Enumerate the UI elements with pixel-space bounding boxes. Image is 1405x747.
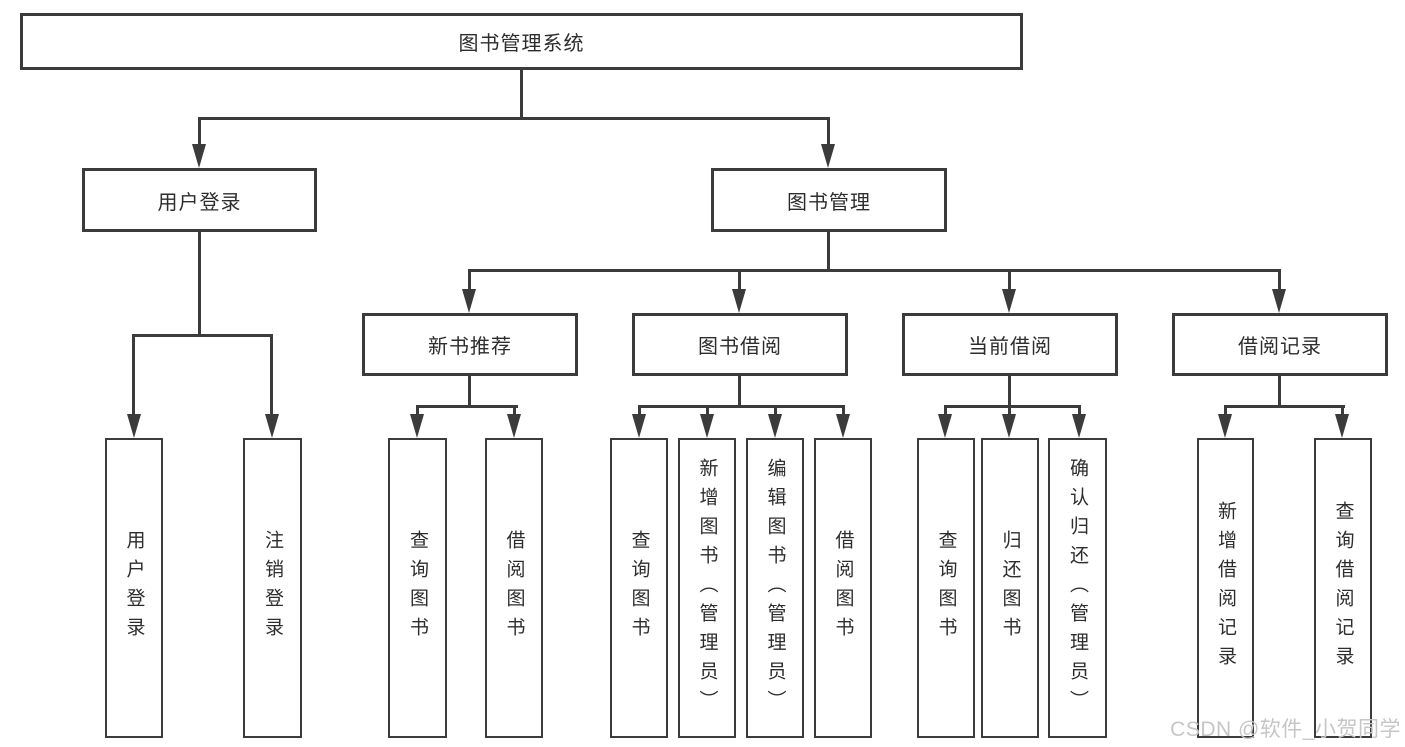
arrow-bb-edit <box>768 414 782 438</box>
connector-new-book-hbar <box>416 405 518 408</box>
leaf-current-query-books: 查询图书 <box>917 438 975 738</box>
arrow-to-book-borrow <box>732 289 746 313</box>
arrow-bb-borrow <box>836 414 850 438</box>
connector-bb-query-stem <box>638 405 641 417</box>
leaf-borrowing-borrow-books: 借阅图书 <box>814 438 872 738</box>
leaf-borrowing-edit-books-admin: 编辑图书（管理员） <box>746 438 804 738</box>
arrow-cb-confirm <box>1072 414 1086 438</box>
connector-user-login-hbar <box>132 334 273 337</box>
leaf-current-confirm-return-admin: 确认归还（管理员） <box>1048 438 1107 738</box>
connector-user-login-stem <box>198 232 201 337</box>
csdn-watermark: CSDN @软件_小贺同学 <box>1170 718 1401 741</box>
arrow-to-user-login <box>192 144 206 168</box>
arrow-to-borrow-record <box>1272 289 1286 313</box>
connector-to-current-borrow-stem <box>1008 269 1011 292</box>
arrow-to-book-mgmt <box>821 144 835 168</box>
connector-book-mgmt-hbar <box>468 269 1281 272</box>
connector-borrow-record-hbar <box>1224 405 1345 408</box>
connector-bb-add-stem <box>706 405 709 417</box>
leaf-records-query-record: 查询借阅记录 <box>1314 438 1372 738</box>
node-library-system: 图书管理系统 <box>20 13 1023 70</box>
connector-to-book-borrow-stem <box>738 269 741 292</box>
connector-to-borrow-record-stem <box>1278 269 1281 292</box>
connector-to-user-login-stem <box>198 117 201 147</box>
leaf-borrowing-add-books-admin: 新增图书（管理员） <box>678 438 736 738</box>
connector-cb-return-stem <box>1008 405 1011 417</box>
connector-root-stem <box>520 70 523 120</box>
connector-nb-borrow-stem <box>513 405 516 417</box>
arrow-br-add <box>1218 414 1232 438</box>
arrow-leaf-user-login <box>127 414 141 438</box>
connector-to-new-book-stem <box>468 269 471 292</box>
connector-br-query-stem <box>1341 405 1344 417</box>
connector-to-book-mgmt-stem <box>827 117 830 147</box>
leaf-user-login: 用户登录 <box>105 438 163 738</box>
connector-book-mgmt-stem <box>827 232 830 272</box>
connector-borrow-record-group-stem <box>1278 376 1281 407</box>
node-current-borrowing: 当前借阅 <box>902 313 1118 376</box>
leaf-borrowing-query-books: 查询图书 <box>610 438 668 738</box>
arrow-nb-borrow <box>507 414 521 438</box>
node-user-login: 用户登录 <box>82 168 317 232</box>
arrow-bb-add <box>700 414 714 438</box>
arrow-leaf-logout <box>265 414 279 438</box>
leaf-newbook-query-books: 查询图书 <box>388 438 447 738</box>
leaf-logout: 注销登录 <box>243 438 302 738</box>
connector-new-book-stem <box>468 376 471 407</box>
node-new-book-recommend: 新书推荐 <box>362 313 578 376</box>
connector-book-borrow-hbar <box>638 405 845 408</box>
arrow-cb-return <box>1002 414 1016 438</box>
connector-leaf-logout-stem <box>270 334 273 416</box>
leaf-newbook-borrow-books: 借阅图书 <box>485 438 543 738</box>
node-borrowing-records: 借阅记录 <box>1172 313 1388 376</box>
leaf-current-return-books: 归还图书 <box>981 438 1039 738</box>
node-book-management: 图书管理 <box>711 168 947 232</box>
connector-nb-query-stem <box>416 405 419 417</box>
connector-bb-borrow-stem <box>842 405 845 417</box>
leaf-records-add-record: 新增借阅记录 <box>1197 438 1254 738</box>
connector-current-borrow-hbar <box>944 405 1081 408</box>
arrow-to-current-borrow <box>1002 289 1016 313</box>
connector-current-borrow-group-stem <box>1008 376 1011 407</box>
arrow-nb-query <box>410 414 424 438</box>
connector-cb-confirm-stem <box>1078 405 1081 417</box>
connector-cb-query-stem <box>944 405 947 417</box>
arrow-cb-query <box>938 414 952 438</box>
arrow-bb-query <box>632 414 646 438</box>
arrow-br-query <box>1335 414 1349 438</box>
arrow-to-new-book <box>462 289 476 313</box>
connector-root-hbar <box>198 117 830 120</box>
connector-br-add-stem <box>1224 405 1227 417</box>
connector-book-borrow-group-stem <box>738 376 741 407</box>
node-book-borrowing: 图书借阅 <box>632 313 848 376</box>
connector-bb-edit-stem <box>774 405 777 417</box>
connector-leaf-user-login-stem <box>132 334 135 416</box>
